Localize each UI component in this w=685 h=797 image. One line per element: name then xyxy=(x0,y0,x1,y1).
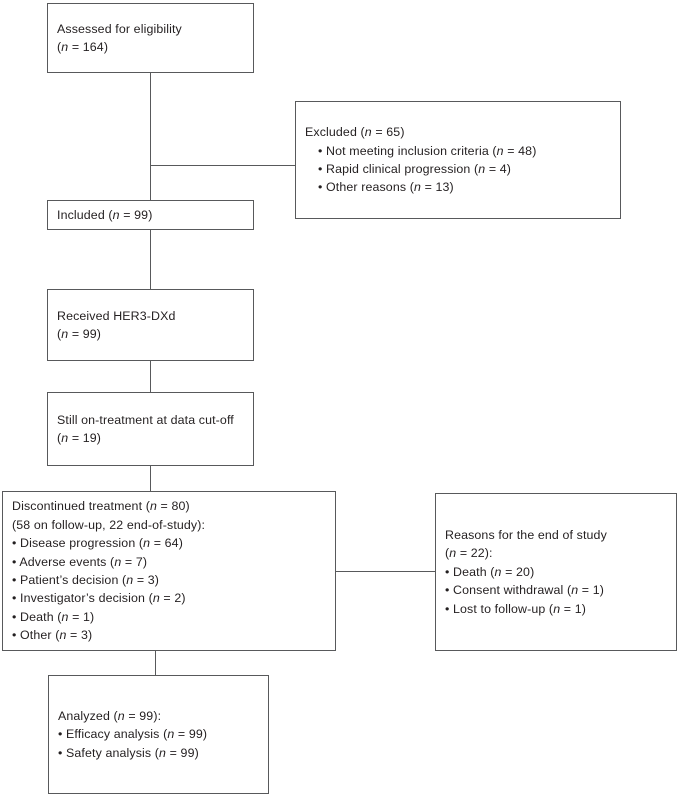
connector-discontinued-to-reasons xyxy=(335,571,436,573)
node-line: (n = 99) xyxy=(57,327,102,341)
node-line: • Other (n = 3) xyxy=(12,628,93,643)
node-still-on-treatment: Still on-treatment at data cut-off (n = 1… xyxy=(47,392,254,466)
node-line: Discontinued treatment (n = 80) xyxy=(12,499,190,514)
node-line: (n = 19) xyxy=(57,431,102,445)
node-line: Analyzed (n = 99): xyxy=(58,708,162,723)
connector-to-excluded xyxy=(150,165,296,167)
node-line: • Lost to follow-up (n = 1) xyxy=(445,601,586,616)
node-line: • Safety analysis (n = 99) xyxy=(58,745,199,760)
node-line: • Adverse events (n = 7) xyxy=(12,554,148,569)
node-line: Excluded (n = 65) xyxy=(305,125,405,140)
node-line: Assessed for eligibility xyxy=(57,21,182,36)
node-line: • Patient’s decision (n = 3) xyxy=(12,573,160,587)
connector-still-to-discontinued xyxy=(150,466,152,492)
node-reasons-end-of-study: Reasons for the end of study (n = 22): • D… xyxy=(435,493,677,651)
connector-assessed-to-included xyxy=(150,73,152,201)
node-line: • Death (n = 20) xyxy=(445,564,535,579)
node-discontinued-treatment: Discontinued treatment (n = 80) (58 on fo… xyxy=(2,491,336,651)
node-excluded: Excluded (n = 65) • Not meeting inclusion… xyxy=(295,101,621,219)
node-received-treatment: Received HER3-DXd (n = 99) xyxy=(47,289,254,361)
node-line: • Not meeting inclusion criteria (n = 48… xyxy=(318,143,537,158)
node-line: • Death (n = 1) xyxy=(12,609,95,624)
node-line: • Consent withdrawal (n = 1) xyxy=(445,583,604,598)
node-line: • Rapid clinical progression (n = 4) xyxy=(318,162,512,176)
node-line: Reasons for the end of study xyxy=(445,527,607,542)
node-line: Included (n = 99) xyxy=(57,207,153,222)
node-line: • Efficacy analysis (n = 99) xyxy=(58,727,208,742)
connector-included-to-received xyxy=(150,230,152,290)
node-line: (58 on follow-up, 22 end-of-study): xyxy=(12,517,206,532)
connector-received-to-still xyxy=(150,361,152,393)
connector-discontinued-to-analyzed xyxy=(155,650,157,676)
node-included: Included (n = 99) xyxy=(47,200,254,230)
node-line: • Disease progression (n = 64) xyxy=(12,536,183,551)
node-assessed-for-eligibility: Assessed for eligibility (n = 164) xyxy=(47,3,254,73)
node-line: • Investigator’s decision (n = 2) xyxy=(12,591,186,606)
node-line: Received HER3-DXd xyxy=(57,308,176,323)
node-analyzed: Analyzed (n = 99): • Efficacy analysis (n… xyxy=(48,675,269,794)
node-line: Still on-treatment at data cut-off xyxy=(57,412,234,427)
node-line: • Other reasons (n = 13) xyxy=(318,180,454,195)
node-line: (n = 164) xyxy=(57,40,109,54)
node-line: (n = 22): xyxy=(445,546,493,561)
